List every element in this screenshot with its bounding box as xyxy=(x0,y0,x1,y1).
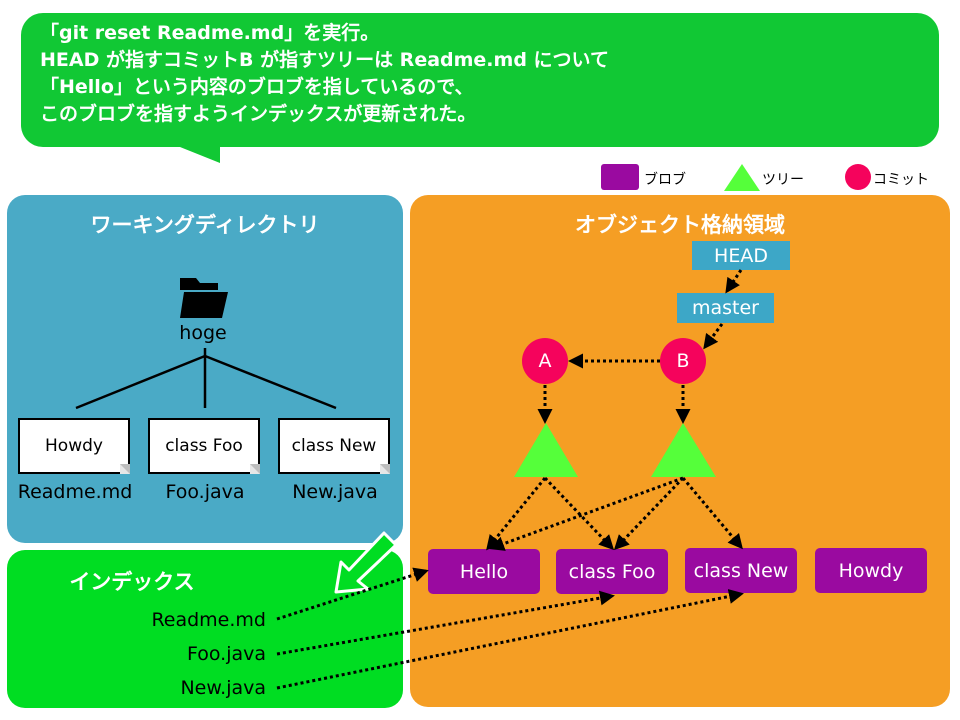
index-entry-readme: Readme.md xyxy=(151,609,266,631)
object-store-title: オブジェクト格納領域 xyxy=(575,213,785,237)
callout-line-3: 「Hello」という内容のブロブを指しているので、 xyxy=(40,76,474,98)
callout-bubble xyxy=(21,13,939,147)
callout-text: 「git reset Readme.md」を実行。 HEAD が指すコミットB … xyxy=(40,20,920,128)
file-content-text: Howdy xyxy=(45,436,103,456)
index-entry-new: New.java xyxy=(180,677,266,699)
file-name-readme: Readme.md xyxy=(17,481,133,503)
index-readme-to-hello xyxy=(276,567,429,621)
master-branch-ref: master xyxy=(677,293,774,323)
file-name-new: New.java xyxy=(292,481,378,503)
legend-blob-label: ブロブ xyxy=(644,172,686,188)
legend-blob-swatch xyxy=(601,164,639,190)
index-new-to-new xyxy=(276,589,744,690)
file-content-text: class Foo xyxy=(165,436,243,456)
legend-tree-swatch xyxy=(724,164,760,191)
working-directory-title: ワーキングディレクトリ xyxy=(90,213,320,237)
folder-icon xyxy=(180,278,228,318)
directory-tree-lines xyxy=(75,348,337,410)
index-title: インデックス xyxy=(69,570,195,594)
index-entry-foo: Foo.java xyxy=(186,643,266,665)
callout-line-4: このブロブを指すようインデックスが更新された。 xyxy=(40,103,477,125)
folder-name: hoge xyxy=(179,322,227,344)
commit-a: A xyxy=(522,338,568,384)
tree-a-to-foo xyxy=(543,476,615,551)
commit-b: B xyxy=(660,338,706,384)
head-ref: HEAD xyxy=(692,241,790,270)
file-content-text: class New xyxy=(291,436,377,456)
callout-line-2: HEAD が指すコミットB が指すツリーは Readme.md について xyxy=(40,49,609,71)
index-panel xyxy=(7,550,403,708)
legend-commit-swatch xyxy=(845,164,871,190)
index-foo-to-foo xyxy=(276,590,615,656)
tree-b-to-foo xyxy=(613,476,685,551)
update-arrow-icon xyxy=(334,531,398,594)
file-name-foo: Foo.java xyxy=(165,481,245,503)
head-to-master-arrow xyxy=(725,269,743,294)
tree-b-to-new xyxy=(681,477,743,550)
tree-a xyxy=(514,423,578,477)
legend-commit-label: コミット xyxy=(873,172,929,188)
callout-line-1: 「git reset Readme.md」を実行。 xyxy=(40,22,380,44)
legend-tree-label: ツリー xyxy=(762,172,804,188)
blob-howdy: Howdy xyxy=(815,548,927,593)
file-content-readme: Howdy xyxy=(18,418,130,474)
master-to-b-arrow xyxy=(703,323,724,350)
tree-b-to-hello xyxy=(489,476,684,551)
file-content-foo: class Foo xyxy=(148,418,260,474)
tree-b xyxy=(651,423,716,477)
file-content-new: class New xyxy=(278,418,390,474)
blob-class-foo: class Foo xyxy=(556,549,668,594)
blob-class-new: class New xyxy=(685,548,797,593)
blob-hello: Hello xyxy=(428,549,540,594)
